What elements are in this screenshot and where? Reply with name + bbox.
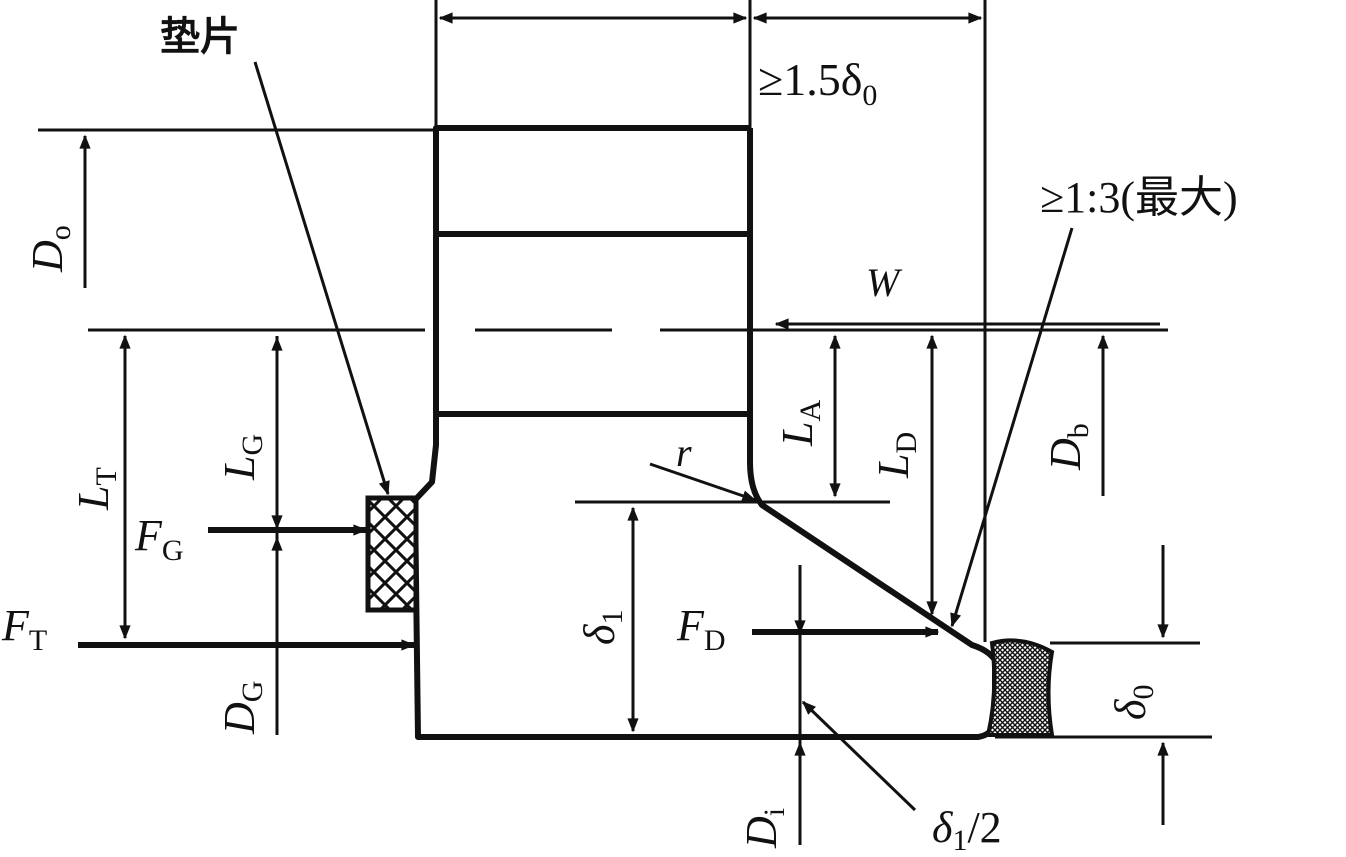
label-Db: Db [1041, 423, 1095, 471]
label-Do: Do [23, 225, 77, 273]
label-r: r [676, 430, 692, 475]
label-DG: DG [215, 681, 269, 735]
reference-lines [38, 0, 1212, 739]
label-Di: Di [737, 808, 791, 849]
label-taper: ≥1:3(最大) [1040, 173, 1238, 222]
force-arrows [78, 318, 1160, 651]
label-min-neck: ≥1.5δ0 [758, 54, 877, 112]
label-delta1: δ1 [575, 610, 629, 645]
gasket [365, 495, 419, 613]
vertical-dimensions [79, 134, 1169, 845]
label-delta1-half: δ1/2 [932, 803, 1002, 857]
labels: 垫片 ≥1.5δ0 ≥1:3(最大) W Do LT LG LA LD [1, 14, 1238, 857]
label-LD: LD [869, 432, 923, 479]
label-gasket: 垫片 [160, 14, 240, 60]
label-LG: LG [215, 434, 269, 481]
weld [985, 638, 1055, 737]
label-LT: LT [69, 467, 123, 511]
svg-text:≥1.5δ0: ≥1.5δ0 [758, 54, 877, 112]
label-FT: FT [1, 601, 47, 657]
leader-lines [253, 61, 1074, 812]
label-LA: LA [773, 400, 827, 447]
svg-text:≥1:3(最大): ≥1:3(最大) [1040, 173, 1238, 222]
label-FD: FD [676, 601, 726, 657]
label-FG: FG [134, 511, 184, 567]
label-W: W [866, 260, 903, 305]
label-delta0: δ0 [1106, 685, 1160, 720]
